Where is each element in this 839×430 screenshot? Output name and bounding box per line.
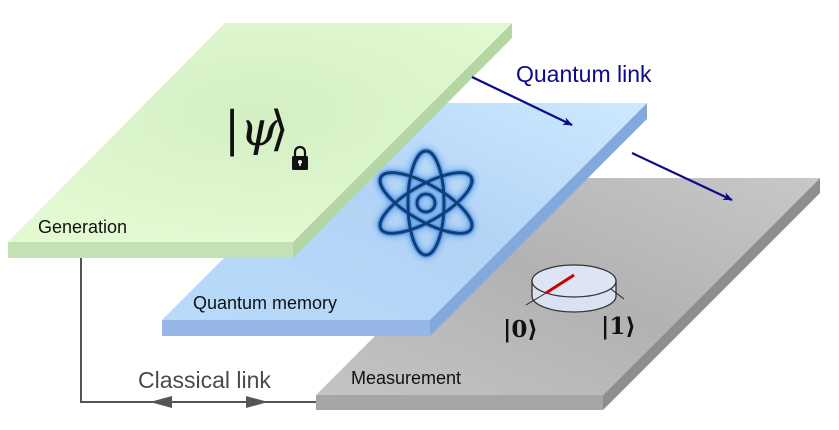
dial-needle xyxy=(545,273,575,295)
memory-layer-label: Quantum memory xyxy=(193,293,337,313)
generation-layer-surface xyxy=(8,23,512,242)
generation-layer-side-edge xyxy=(293,23,512,258)
quantum-link: Quantum link xyxy=(471,61,733,201)
quantum-link-arrow-2 xyxy=(631,152,733,201)
psi-bar: | xyxy=(224,101,240,157)
quantum-link-label: Quantum link xyxy=(516,61,652,87)
measurement-layer: Measurement |0⟩ |1⟩ xyxy=(316,178,820,410)
generation-layer: Generation | ψ ⟩ xyxy=(8,23,512,258)
memory-layer-side-edge xyxy=(430,103,647,336)
psi-symbol: ψ xyxy=(240,101,279,157)
classical-link: Classical link xyxy=(80,258,318,408)
psi-ket: ⟩ xyxy=(270,101,289,157)
classical-link-arrow-right-icon xyxy=(246,396,268,408)
ket-one-label: |1⟩ xyxy=(601,313,636,340)
classical-link-label: Classical link xyxy=(138,367,271,393)
generation-layer-label: Generation xyxy=(38,217,127,237)
measurement-layer-front-edge xyxy=(316,395,603,410)
quantum-link-arrow-1 xyxy=(471,76,573,126)
classical-link-line xyxy=(80,258,318,403)
measurement-layer-label: Measurement xyxy=(351,368,461,388)
measurement-layer-side-edge xyxy=(603,178,820,410)
ket-zero-label: |0⟩ xyxy=(503,316,538,343)
memory-layer-front-edge xyxy=(162,320,430,336)
classical-link-arrow-left-icon xyxy=(150,396,172,408)
lock-icon xyxy=(292,145,308,170)
memory-layer: Quantum memory xyxy=(162,103,647,336)
generation-layer-front-edge xyxy=(8,242,293,258)
measurement-dial: |0⟩ |1⟩ xyxy=(503,264,636,343)
psi-state: | ψ ⟩ xyxy=(224,101,289,157)
